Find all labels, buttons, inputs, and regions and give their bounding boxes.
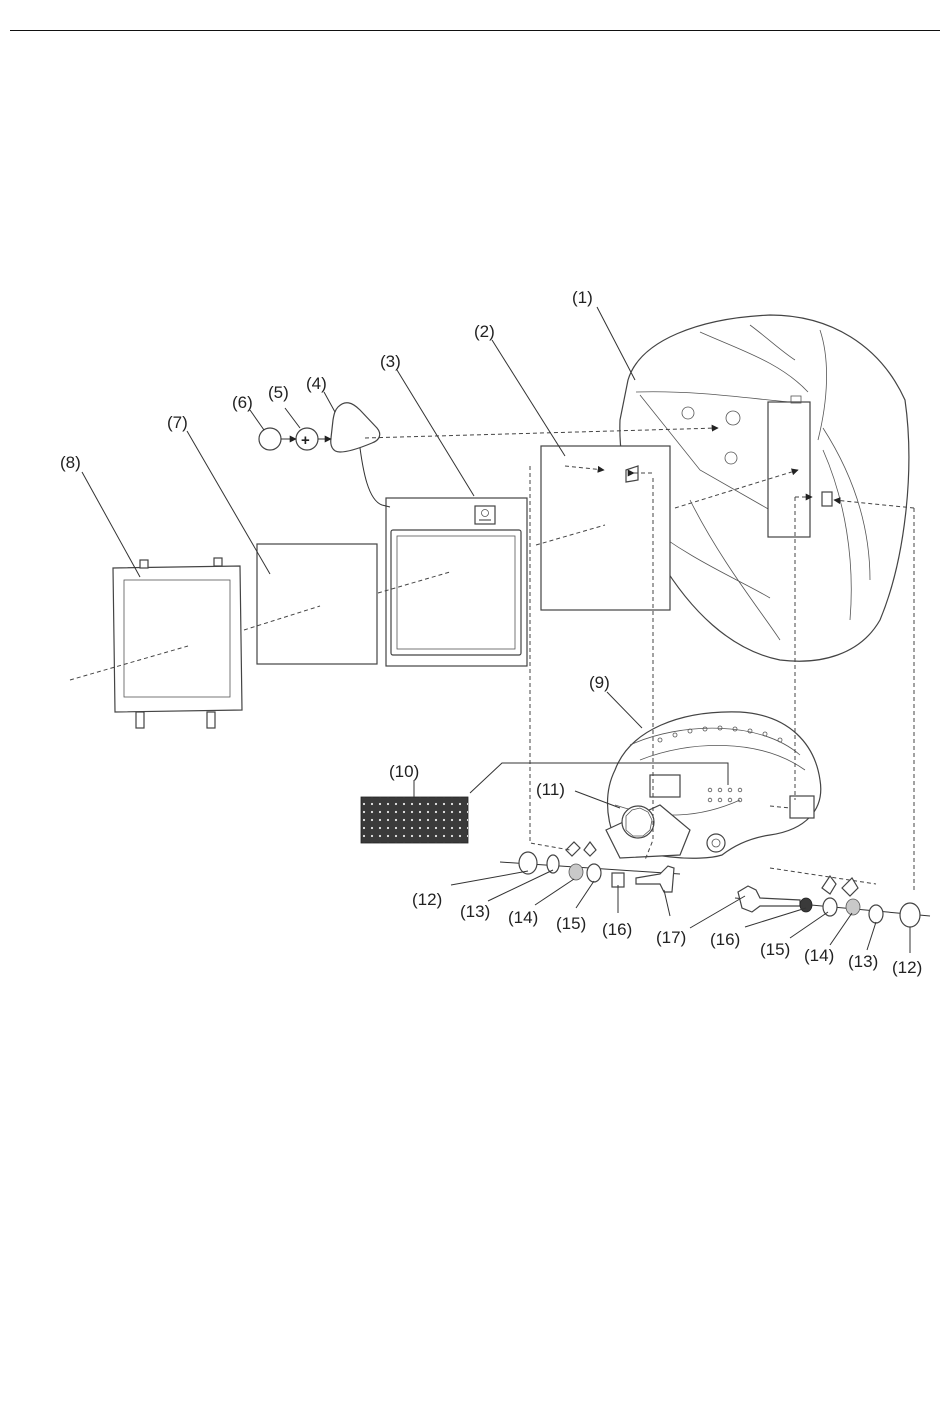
label-part-13-right: (13) (848, 952, 878, 971)
label-part-8: (8) (60, 453, 81, 472)
mounting-hardware-right (735, 876, 930, 927)
label-part-13-left: (13) (460, 902, 490, 921)
label-part-14-left: (14) (508, 908, 538, 927)
label-part-11: (11) (536, 780, 565, 799)
label-part-16-right: (16) (710, 930, 740, 949)
label-part-15-left: (15) (556, 914, 586, 933)
svg-text:+: + (301, 432, 310, 449)
sweatband-pad (361, 797, 468, 843)
control-knob-assembly: + (259, 403, 390, 507)
inner-cover-lens (541, 446, 670, 610)
label-part-3: (3) (380, 352, 401, 371)
label-part-14-right: (14) (804, 946, 834, 965)
label-part-15-right: (15) (760, 940, 790, 959)
front-frame (113, 558, 242, 728)
label-part-4: (4) (306, 374, 327, 393)
label-part-6: (6) (232, 393, 253, 412)
outer-cover-lens (257, 544, 377, 664)
label-part-12-right: (12) (892, 958, 922, 977)
label-part-10: (10) (389, 762, 419, 781)
label-part-1: (1) (572, 288, 593, 307)
label-part-12-left: (12) (412, 890, 442, 909)
filter-cartridge (386, 498, 527, 666)
label-part-7: (7) (167, 413, 188, 432)
label-part-5: (5) (268, 383, 289, 402)
label-part-2: (2) (474, 322, 495, 341)
label-part-16-left: (16) (602, 920, 632, 939)
label-part-9: (9) (589, 673, 610, 692)
label-part-17: (17) (656, 928, 686, 947)
